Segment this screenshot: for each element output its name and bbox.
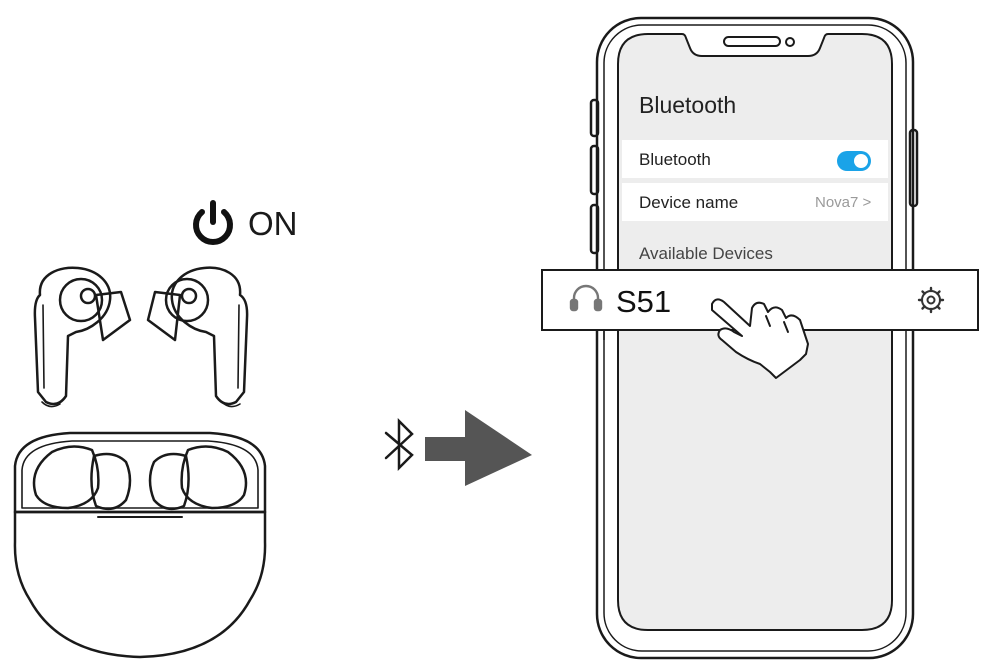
right-earbud — [146, 266, 249, 408]
gear-icon[interactable] — [917, 286, 945, 314]
headphones-icon — [569, 284, 603, 312]
power-icon — [193, 200, 233, 245]
arrow-right-icon — [425, 410, 532, 486]
screen-title: Bluetooth — [639, 92, 737, 118]
tapping-hand-icon — [711, 298, 809, 379]
front-camera — [785, 37, 795, 47]
earbuds-illustration — [13, 266, 267, 659]
power-on-label: ON — [248, 205, 298, 242]
left-earbud — [33, 266, 132, 408]
device-name-s51[interactable]: S51 — [616, 284, 672, 319]
device-name-value[interactable]: Nova7 > — [815, 194, 872, 211]
bluetooth-row-label: Bluetooth — [639, 150, 711, 169]
device-name-label: Device name — [639, 193, 739, 212]
charging-case — [13, 431, 267, 659]
available-devices-label: Available Devices — [639, 244, 773, 263]
device-name-row[interactable] — [622, 183, 888, 221]
bluetooth-toggle[interactable] — [837, 151, 871, 171]
speaker-grille — [723, 36, 781, 47]
bluetooth-icon — [384, 417, 414, 472]
